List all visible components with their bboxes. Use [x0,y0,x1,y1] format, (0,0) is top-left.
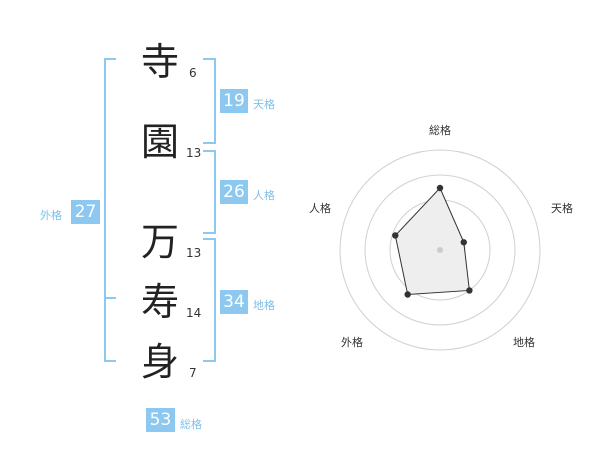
radar-point-3 [466,287,473,294]
chikaku-bracket [203,238,216,362]
radar-point-4 [404,291,411,298]
gaikaku-label: 外格 [40,209,62,222]
gaikaku-value: 27 [71,200,100,224]
stroke-count-1: 6 [189,66,197,80]
fortune-radar-chart: 総格 天格 地格 外格 人格 [309,123,573,351]
radar-axis-tenkaku: 天格 [551,201,573,215]
radar-point-5 [392,232,399,239]
chikaku-label: 地格 [253,299,275,312]
name-char-1: 寺 [140,40,179,84]
name-char-5: 身 [140,340,179,384]
tenkaku-value: 19 [220,89,248,113]
radar-point-1 [436,184,444,192]
radar-ring-4 [339,149,541,351]
soukaku-value: 53 [146,408,175,432]
radar-axis-chikaku: 地格 [513,335,535,349]
radar-axis-soukaku: 総格 [429,123,451,137]
stroke-count-4: 14 [186,306,202,320]
gaikaku-bracket [104,58,116,362]
name-char-4: 寿 [140,280,179,324]
stroke-count-5: 7 [189,366,197,380]
jinkaku-label: 人格 [253,189,275,202]
name-char-3: 万 [140,220,179,264]
stroke-count-2: 13 [186,146,202,160]
radar-area [394,187,470,296]
radar-axis-jinkaku: 人格 [309,201,331,215]
radar-center [437,247,443,253]
name-char-2: 園 [140,120,179,164]
radar-axis-gaikaku: 外格 [341,335,363,349]
tenkaku-label: 天格 [253,98,275,111]
jinkaku-value: 26 [220,180,248,204]
radar-ring-3 [364,174,516,326]
radar-point-2 [460,239,467,246]
jinkaku-bracket [203,150,216,234]
stroke-count-3: 13 [186,246,202,260]
gaikaku-divider [104,297,116,299]
chikaku-value: 34 [220,290,248,314]
tenkaku-bracket [203,58,216,144]
soukaku-label: 総格 [180,418,202,431]
